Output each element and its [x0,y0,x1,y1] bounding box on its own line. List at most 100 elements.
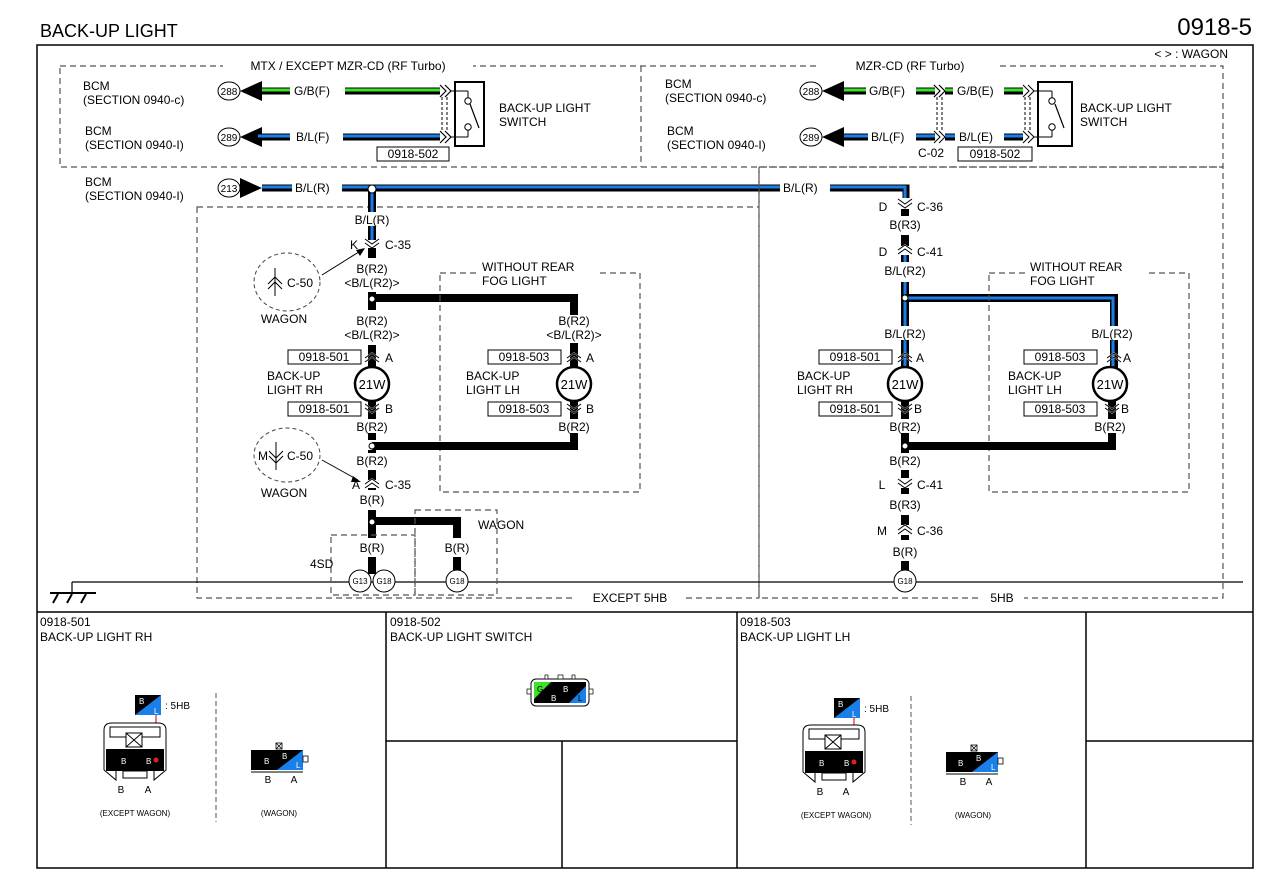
svg-text:0918-501: 0918-501 [830,350,881,364]
svg-text:B: B [960,777,967,788]
svg-text:C-41: C-41 [917,478,943,492]
svg-text:(SECTION 0940-c): (SECTION 0940-c) [665,91,766,105]
svg-text:BCM: BCM [85,124,112,138]
mtx-backup-light-switch: BACK-UP LIGHT SWITCH [451,81,591,147]
svg-text:C-36: C-36 [917,200,943,214]
lamp-rh-except: 0918-501 A BACK-UP LIGHT RH 21W 0918-501… [267,349,394,440]
svg-text:C-50: C-50 [287,449,313,463]
connector-grid [385,612,1253,868]
svg-text:M: M [258,449,268,463]
svg-text:G/B(F): G/B(F) [294,84,330,98]
mzr-bcm-top: BCM (SECTION 0940-c) 288 [665,77,844,105]
svg-text:G/B(E): G/B(E) [957,84,994,98]
svg-text:SWITCH: SWITCH [1080,115,1127,129]
ground-wagon: B(R) WAGON G18 [414,509,524,596]
svg-text:0918-503: 0918-503 [499,350,550,364]
svg-text:213: 213 [221,184,238,195]
connector-ref: 0918-502 [970,147,1021,161]
svg-text:B: B [844,759,849,768]
except5hb-circuit: B/L(R) K C-35 B(R2) <B/L(R2)> B(R2) <B/L… [344,184,578,372]
svg-text:B(R2): B(R2) [356,262,387,276]
svg-text:C-41: C-41 [917,245,943,259]
svg-text:0918-503: 0918-503 [1035,350,1086,364]
svg-text:B(R2): B(R2) [558,420,589,434]
svg-text:C-50: C-50 [287,276,313,290]
fog-box-5hb: WITHOUT REAR FOG LIGHT [988,260,1190,493]
except5hb-lower: B(R2) A C-35 B(R) [352,450,461,538]
svg-text:BACK-UP LIGHT RH: BACK-UP LIGHT RH [40,630,152,644]
footer-5hb: 5HB [990,591,1013,605]
svg-text:0918-501: 0918-501 [299,402,350,416]
svg-text:L: L [578,694,583,703]
svg-text:289: 289 [803,133,820,144]
svg-text:B: B [139,697,144,706]
page-title: BACK-UP LIGHT [40,21,178,41]
mzr-backup-light-switch: BACK-UP LIGHT SWITCH [1034,81,1172,147]
svg-text:B: B [282,752,287,761]
svg-text:B/L(F): B/L(F) [871,130,904,144]
svg-text:BCM: BCM [83,79,110,93]
mzr-wire-gb: G/B(F) G/B(E) [844,84,1023,98]
svg-text:21W: 21W [892,377,919,392]
svg-text:B(R2): B(R2) [356,314,387,328]
wagon-bubble-c50-bottom: M C-50 WAGON [253,427,361,500]
svg-text:B(R2): B(R2) [889,420,920,434]
svg-text:B: B [563,685,568,694]
svg-text:(EXCEPT WAGON): (EXCEPT WAGON) [100,809,171,818]
svg-text:FOG LIGHT: FOG LIGHT [482,274,547,288]
svg-text:LIGHT LH: LIGHT LH [1008,383,1062,397]
wire-bl-r-main: B/L(R) B/L(R) [262,181,910,198]
svg-text:G: G [537,685,543,694]
svg-text:B: B [118,785,125,796]
svg-text:A: A [843,787,850,798]
svg-text:BCM: BCM [667,124,694,138]
svg-text:<B/L(R2)>: <B/L(R2)> [344,276,399,290]
svg-text:L: L [879,478,886,492]
ground-bus [50,581,1243,604]
svg-text:21W: 21W [359,377,386,392]
mtx-bcm-top: BCM (SECTION 0940-c) 288 [83,79,262,107]
svg-text:LIGHT RH: LIGHT RH [267,383,323,397]
svg-text:(SECTION 0940-I): (SECTION 0940-I) [85,189,184,203]
svg-text:B: B [265,775,272,786]
footer-except-5hb: EXCEPT 5HB [593,591,667,605]
connector-view-0918-503: 0918-503 BACK-UP LIGHT LH B L : 5HB B B … [740,615,1004,825]
svg-text:G18: G18 [449,577,465,586]
svg-text:G18: G18 [897,577,913,586]
svg-text:A: A [1123,351,1131,365]
svg-text:B(R2): B(R2) [1094,420,1125,434]
mtx-wire-bl: B/L(F) [258,130,440,144]
svg-text:A: A [291,775,298,786]
outer-frame [36,44,1254,869]
svg-text:B(R3): B(R3) [889,498,920,512]
svg-text:LIGHT LH: LIGHT LH [466,383,520,397]
svg-text:L: L [991,763,996,772]
mzr-bcm-bottom: BCM (SECTION 0940-I) 289 [667,124,844,152]
svg-text:B/L(R2): B/L(R2) [1091,327,1132,341]
svg-text:B(R): B(R) [445,541,470,555]
svg-text:A: A [586,351,594,365]
svg-text:B(R2): B(R2) [356,454,387,468]
svg-text:0918-501: 0918-501 [830,402,881,416]
svg-text:G/B(F): G/B(F) [869,84,905,98]
svg-text:D: D [879,245,888,259]
wagon-legend: < > : WAGON [1154,47,1228,61]
svg-text:WAGON: WAGON [478,518,524,532]
page-number: 0918-5 [1177,14,1252,41]
svg-text:L: L [852,710,857,719]
mtx-bcm-bottom: BCM (SECTION 0940-I) 289 [85,124,262,152]
svg-text:WITHOUT REAR: WITHOUT REAR [1030,260,1123,274]
svg-text:B: B [586,402,594,416]
svg-text:(SECTION 0940-I): (SECTION 0940-I) [85,138,184,152]
svg-text:21W: 21W [1097,377,1124,392]
svg-text:288: 288 [803,87,820,98]
svg-text:BACK-UP: BACK-UP [267,369,320,383]
svg-text:BACK-UP: BACK-UP [797,369,850,383]
svg-text:21W: 21W [561,377,588,392]
svg-text:0918-503: 0918-503 [499,402,550,416]
svg-text:0918-502: 0918-502 [390,615,441,629]
mzr-switch-connector: 0918-502 [957,84,1035,162]
svg-text:B/L(R2): B/L(R2) [884,264,925,278]
svg-text:B(R3): B(R3) [889,218,920,232]
mtx-wire-gb: G/B(F) [262,84,440,98]
